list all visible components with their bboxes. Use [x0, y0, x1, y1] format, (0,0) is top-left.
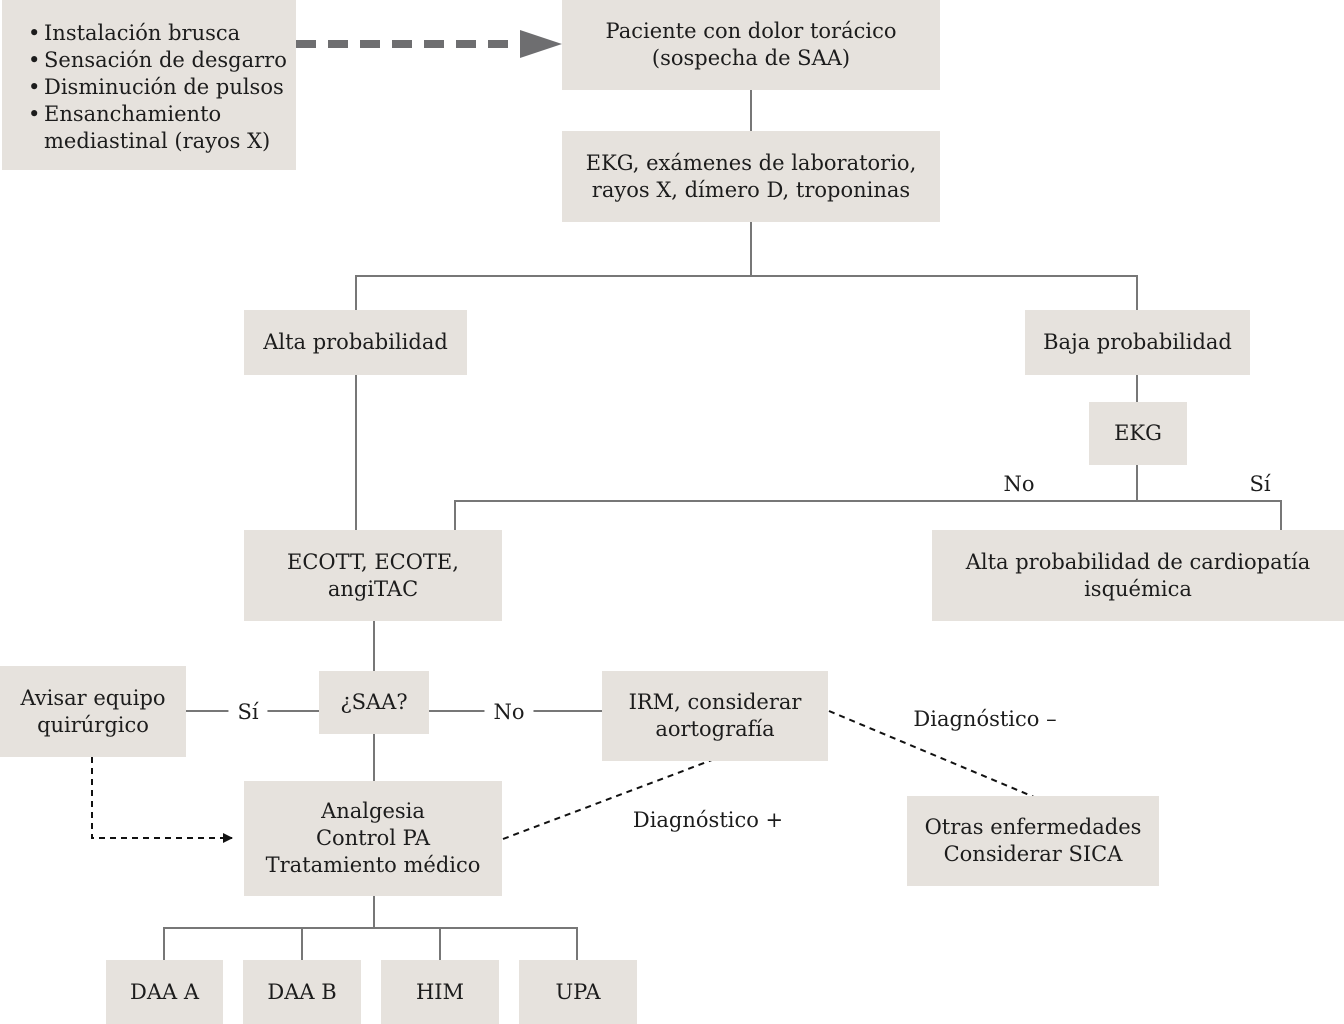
criteria-item: Disminución de pulsos	[28, 74, 287, 101]
outcome-box-him: HIM	[381, 960, 499, 1024]
criteria-list: Instalación brusca Sensación de desgarro…	[28, 20, 287, 128]
line-diag-neg	[828, 710, 1035, 798]
outcome-box-upa: UPA	[519, 960, 637, 1024]
surgical-team-box: Avisar equipo quirúrgico	[0, 666, 186, 757]
line-outcomes-bar	[163, 927, 578, 960]
outcome-label: HIM	[415, 979, 465, 1004]
low-probability-label: Baja probabilidad	[1043, 330, 1232, 354]
outcome-box-daa-b: DAA B	[243, 960, 361, 1024]
mri-line: IRM, considerar	[628, 690, 802, 714]
line-diag-pos	[502, 759, 713, 840]
label-yes-ekg: Sí	[1249, 472, 1271, 496]
imaging-line: angiTAC	[327, 576, 419, 601]
label-diagnosis-positive: Diagnóstico +	[632, 808, 784, 832]
label-diagnosis-negative: Diagnóstico –	[913, 707, 1057, 731]
arrow-head-criteria	[520, 30, 562, 58]
label-yes-saa: Sí	[228, 700, 268, 724]
imaging-line: ECOTT, ECOTE,	[287, 549, 459, 574]
other-diseases-box: Otras enfermedades Considerar SICA	[907, 796, 1159, 886]
high-probability-label: Alta probabilidad	[263, 330, 448, 354]
high-probability-box: Alta probabilidad	[244, 310, 467, 375]
tests-line: rayos X, dímero D, troponinas	[591, 177, 911, 202]
saa-question-label: ¿SAA?	[340, 690, 408, 714]
label-no-saa: No	[484, 700, 534, 724]
criteria-item: Sensación de desgarro	[28, 47, 287, 74]
surgical-line: Avisar equipo	[20, 685, 166, 710]
criteria-item-continued: mediastinal (rayos X)	[44, 129, 271, 153]
outcome-label: UPA	[555, 979, 601, 1004]
outcome-label: DAA A	[129, 979, 199, 1004]
outcome-label: DAA B	[267, 979, 337, 1004]
treatment-line: Analgesia	[321, 799, 425, 823]
tests-line: EKG, exámenes de laboratorio,	[585, 150, 917, 175]
tests-box: EKG, exámenes de laboratorio, rayos X, d…	[562, 131, 940, 222]
line-ekg-branches	[454, 500, 1282, 530]
surgical-line: quirúrgico	[37, 712, 149, 737]
low-probability-box: Baja probabilidad	[1025, 310, 1250, 375]
treatment-line: Tratamiento médico	[265, 853, 481, 877]
mri-box: IRM, considerar aortografía	[602, 671, 828, 761]
criteria-box: Instalación brusca Sensación de desgarro…	[2, 0, 296, 170]
criteria-item: Ensanchamiento	[28, 101, 287, 128]
other-line: Considerar SICA	[943, 842, 1123, 866]
outcome-box-daa-a: DAA A	[106, 960, 223, 1024]
ischemic-box: Alta probabilidad de cardiopatía isquémi…	[932, 530, 1344, 621]
saa-question-box: ¿SAA?	[319, 671, 429, 734]
ischemic-line: isquémica	[1084, 576, 1192, 601]
ekg-label: EKG	[1114, 421, 1162, 445]
other-line: Otras enfermedades	[924, 815, 1142, 839]
mri-line: aortografía	[655, 717, 775, 741]
ekg-box: EKG	[1089, 402, 1187, 465]
line-split-probabilities	[355, 275, 1138, 310]
arrow-surgical-treatment	[91, 757, 233, 843]
patient-line: (sospecha de SAA)	[651, 46, 851, 70]
ischemic-line: Alta probabilidad de cardiopatía	[965, 549, 1311, 574]
label-no-ekg: No	[1003, 472, 1035, 496]
imaging-box: ECOTT, ECOTE, angiTAC	[244, 530, 502, 621]
criteria-item: Instalación brusca	[28, 20, 287, 47]
patient-line: Paciente con dolor torácico	[605, 19, 897, 43]
patient-box: Paciente con dolor torácico (sospecha de…	[562, 0, 940, 90]
treatment-box: Analgesia Control PA Tratamiento médico	[244, 781, 502, 896]
treatment-line: Control PA	[315, 826, 431, 850]
